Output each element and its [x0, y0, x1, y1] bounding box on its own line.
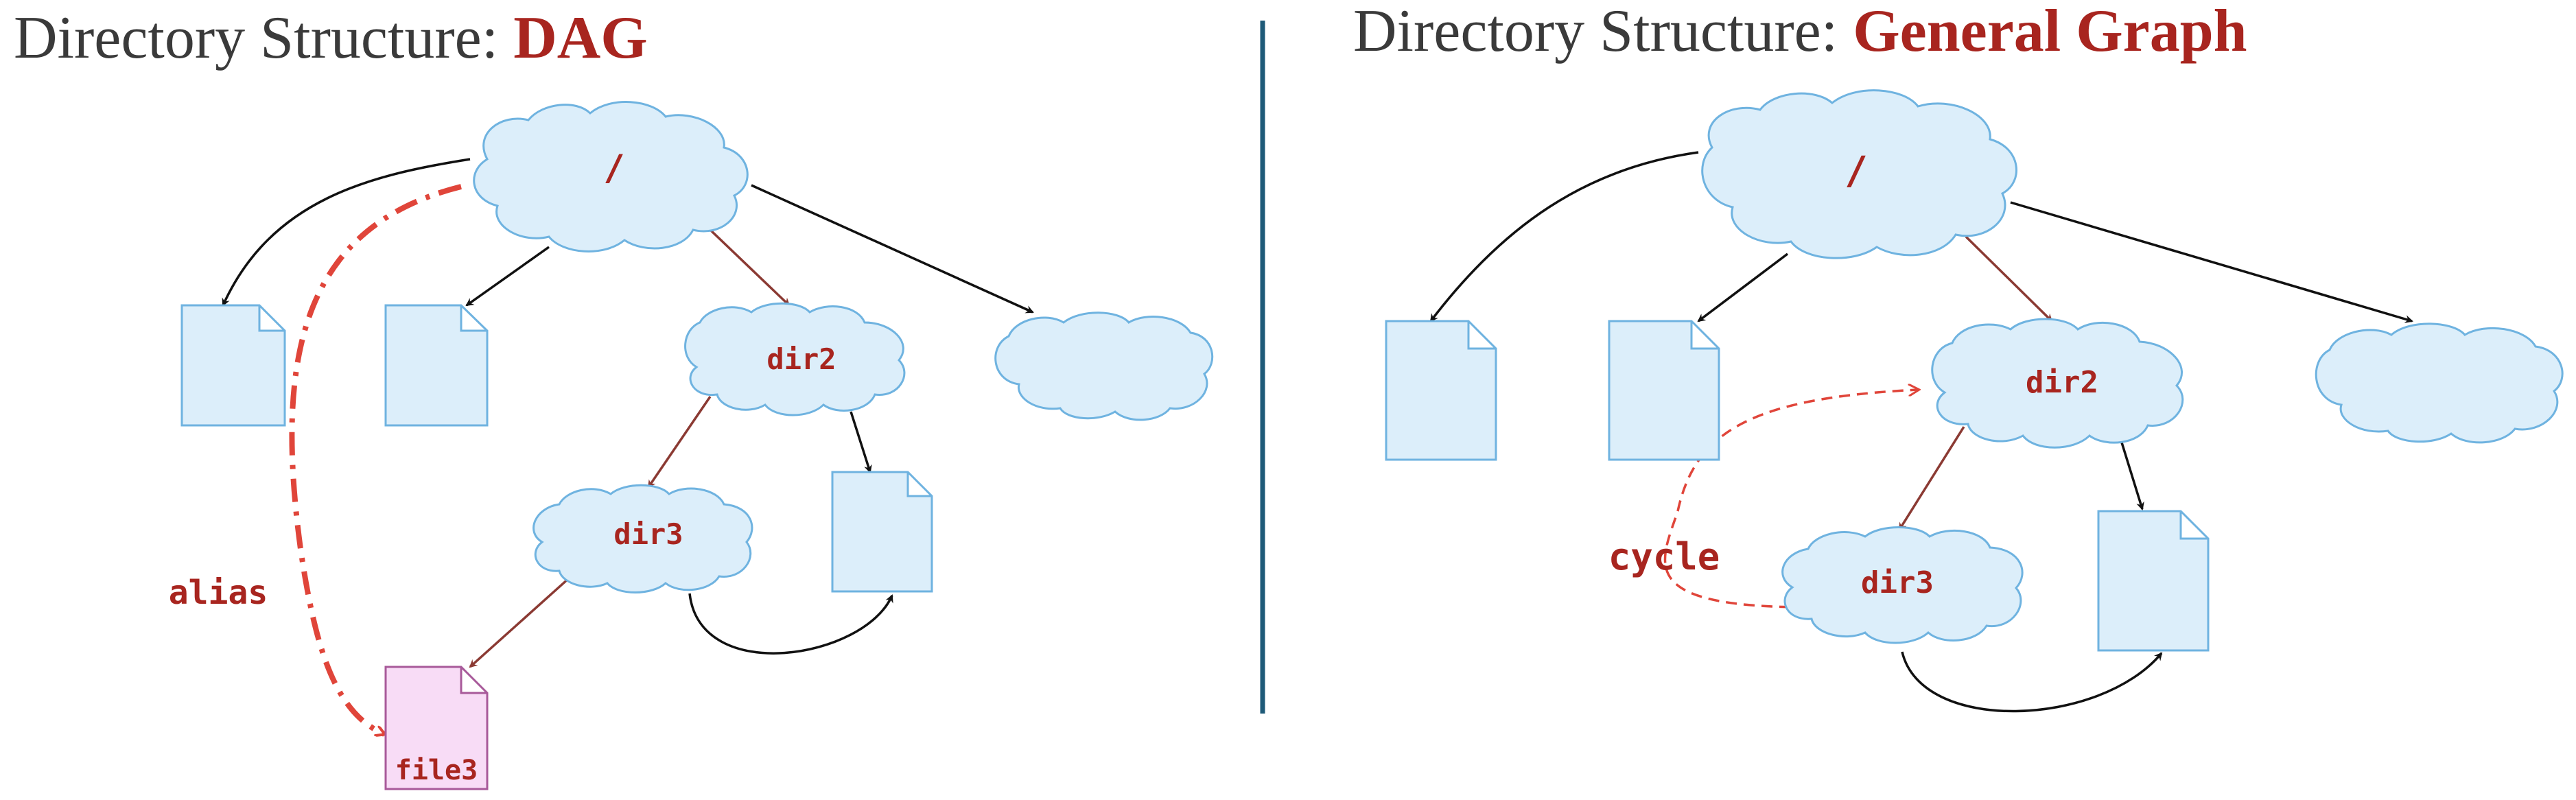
left-file-b-icon	[384, 304, 489, 427]
right-dir2-label: dir2	[2026, 365, 2098, 400]
left-dir2-label: dir2	[766, 342, 836, 376]
edge-root-to-dir2	[709, 228, 791, 307]
right-file-b-icon	[1608, 320, 1720, 461]
right-dir3-label: dir3	[1861, 565, 1934, 600]
left-panel-title: Directory Structure: DAG	[14, 8, 648, 69]
edge-dir2-to-file-c	[850, 411, 872, 473]
right-file-a-icon	[1385, 320, 1497, 461]
right-root-label: /	[1845, 149, 1868, 193]
right-empty-dir-cloud	[2315, 322, 2564, 444]
right-title-highlight: General Graph	[1853, 0, 2247, 64]
left-dir3-cloud: dir3	[532, 484, 753, 593]
right-panel-title: Directory Structure: General Graph	[1353, 1, 2247, 62]
edge-r-root-to-dir2	[1965, 235, 2053, 322]
edge-dir3-to-file3	[469, 576, 571, 668]
edge-dir2-to-dir3	[647, 396, 712, 489]
left-empty-dir-cloud	[994, 311, 1214, 421]
alias-link	[289, 184, 462, 734]
right-dir3-cloud: dir3	[1781, 526, 2024, 644]
edge-r-root-to-file-b	[1697, 252, 1789, 322]
left-file3-node: file3	[384, 666, 489, 790]
left-title-prefix: Directory Structure:	[14, 5, 514, 71]
right-title-prefix: Directory Structure:	[1353, 0, 1853, 64]
edge-r-dir3-to-file-c	[1901, 651, 2163, 713]
edge-r-root-to-file-a	[1429, 151, 1699, 322]
left-dir2-cloud: dir2	[684, 302, 906, 416]
edge-r-root-to-empty-dir	[2010, 201, 2413, 323]
edge-root-to-empty-dir	[751, 184, 1034, 314]
left-file-a-icon	[180, 304, 286, 427]
left-file-c-icon	[831, 471, 933, 593]
cycle-link	[1663, 390, 1918, 609]
left-root-cloud: /	[473, 101, 749, 252]
edge-r-dir2-to-dir3	[1898, 426, 1965, 531]
left-root-label: /	[603, 148, 624, 189]
right-edges	[1429, 151, 2413, 713]
left-file3-label: file3	[395, 755, 478, 786]
cycle-label: cycle	[1608, 535, 1720, 578]
edge-root-to-file-a	[222, 158, 471, 307]
file3-icon	[384, 666, 489, 790]
left-dir3-label: dir3	[613, 517, 683, 551]
left-edges	[222, 158, 1034, 734]
left-nodes: / dir2 dir3 file3 alias	[169, 101, 1214, 790]
right-dir2-cloud: dir2	[1931, 318, 2184, 449]
left-title-highlight: DAG	[513, 5, 648, 71]
edge-root-to-file-b	[465, 246, 550, 307]
edge-r-dir2-to-file-c	[2120, 442, 2144, 510]
right-file-c-icon	[2097, 510, 2210, 652]
edge-dir3-to-file-c	[688, 593, 893, 655]
right-root-cloud: /	[1701, 89, 2018, 259]
alias-label: alias	[169, 574, 268, 612]
right-nodes: / dir2 dir3 cycle	[1385, 89, 2564, 652]
